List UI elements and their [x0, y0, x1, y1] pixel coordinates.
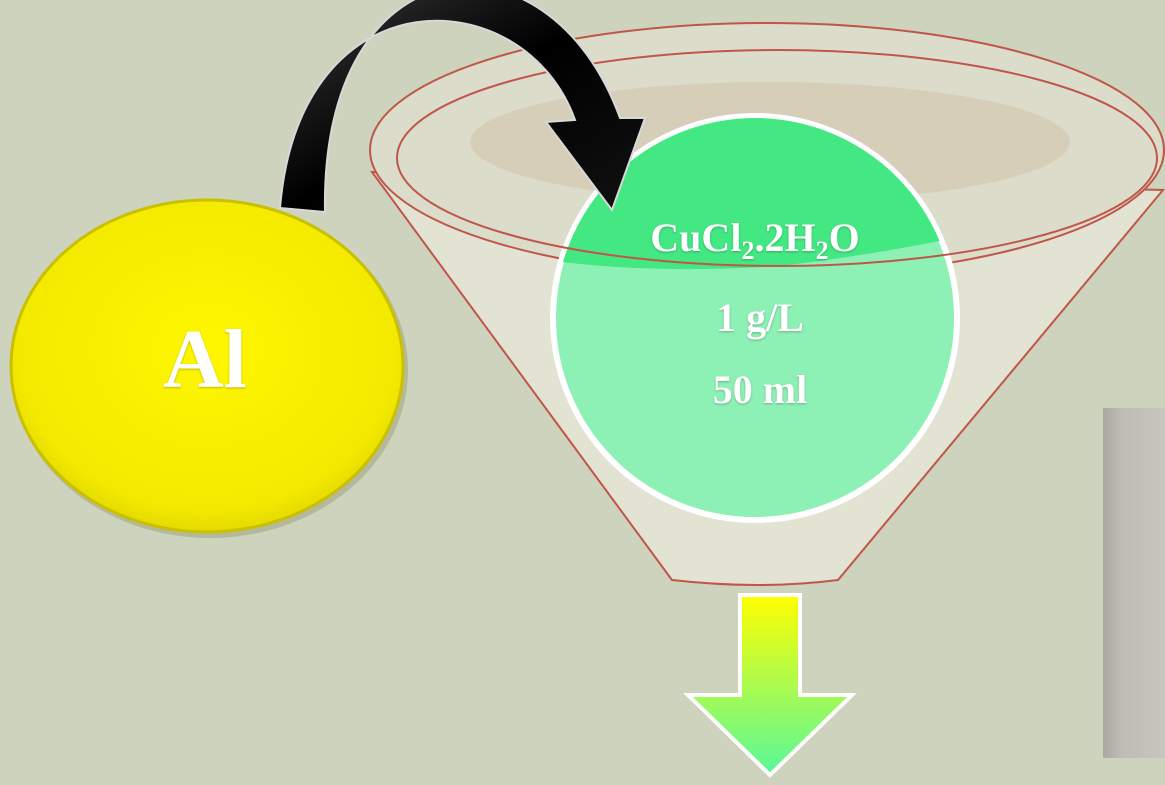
solution-concentration: 1 g/L: [716, 295, 804, 340]
al-label: Al: [163, 313, 247, 406]
al-ellipse: [9, 198, 405, 534]
solution-formula: CuCl2.2H2O: [650, 215, 860, 265]
photo-fragment: [1103, 408, 1165, 758]
solution-volume: 50 ml: [712, 367, 808, 412]
funnel-rim-inner: [396, 49, 1158, 267]
curved-arrow-icon: [278, 0, 647, 214]
down-arrow-icon: [683, 593, 857, 778]
